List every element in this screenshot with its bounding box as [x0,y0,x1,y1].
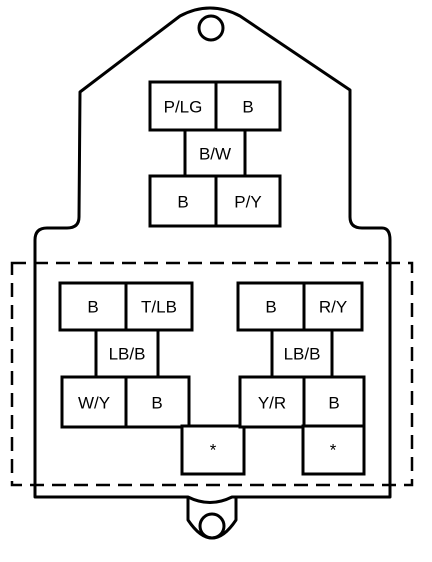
right-connector: B R/Y LB/B Y/R B * [236,281,366,476]
left-connector: B T/LB LB/B W/Y B * [58,281,246,476]
top-mounting-hole [197,14,225,42]
pin-label: B [87,298,98,317]
pin-box [148,80,218,132]
star-pin-box [301,424,366,476]
pin-label: B [177,193,188,212]
pin-label: Y/R [258,394,286,413]
pin-box [60,375,128,429]
pin-box [124,375,191,429]
pin-box [238,375,306,429]
pin-label: P/Y [234,193,261,212]
wire-label: LB/B [284,345,321,364]
pin-label: B [328,394,339,413]
pin-label: R/Y [319,298,347,317]
star-pin-label: * [210,441,217,460]
pin-box [236,281,306,332]
dashed-boundary [10,261,414,487]
star-pin-label: * [330,441,337,460]
pin-label: B [265,298,276,317]
bottom-mounting-hole [198,512,226,540]
pin-label: B [151,394,162,413]
pin-label: T/LB [141,298,177,317]
pin-label: P/LG [164,98,203,117]
housing-outline [33,6,392,504]
pin-box [214,174,282,228]
pin-label: W/Y [78,394,110,413]
wire-box [183,128,247,178]
pin-box [214,80,282,132]
top-connector: P/LG B B/W B P/Y [148,80,282,228]
pin-box [148,174,218,228]
pin-label: B [242,98,253,117]
star-pin-box [180,424,246,476]
wire-label: LB/B [109,345,146,364]
pin-box [58,281,128,332]
wire-label: B/W [199,145,231,164]
